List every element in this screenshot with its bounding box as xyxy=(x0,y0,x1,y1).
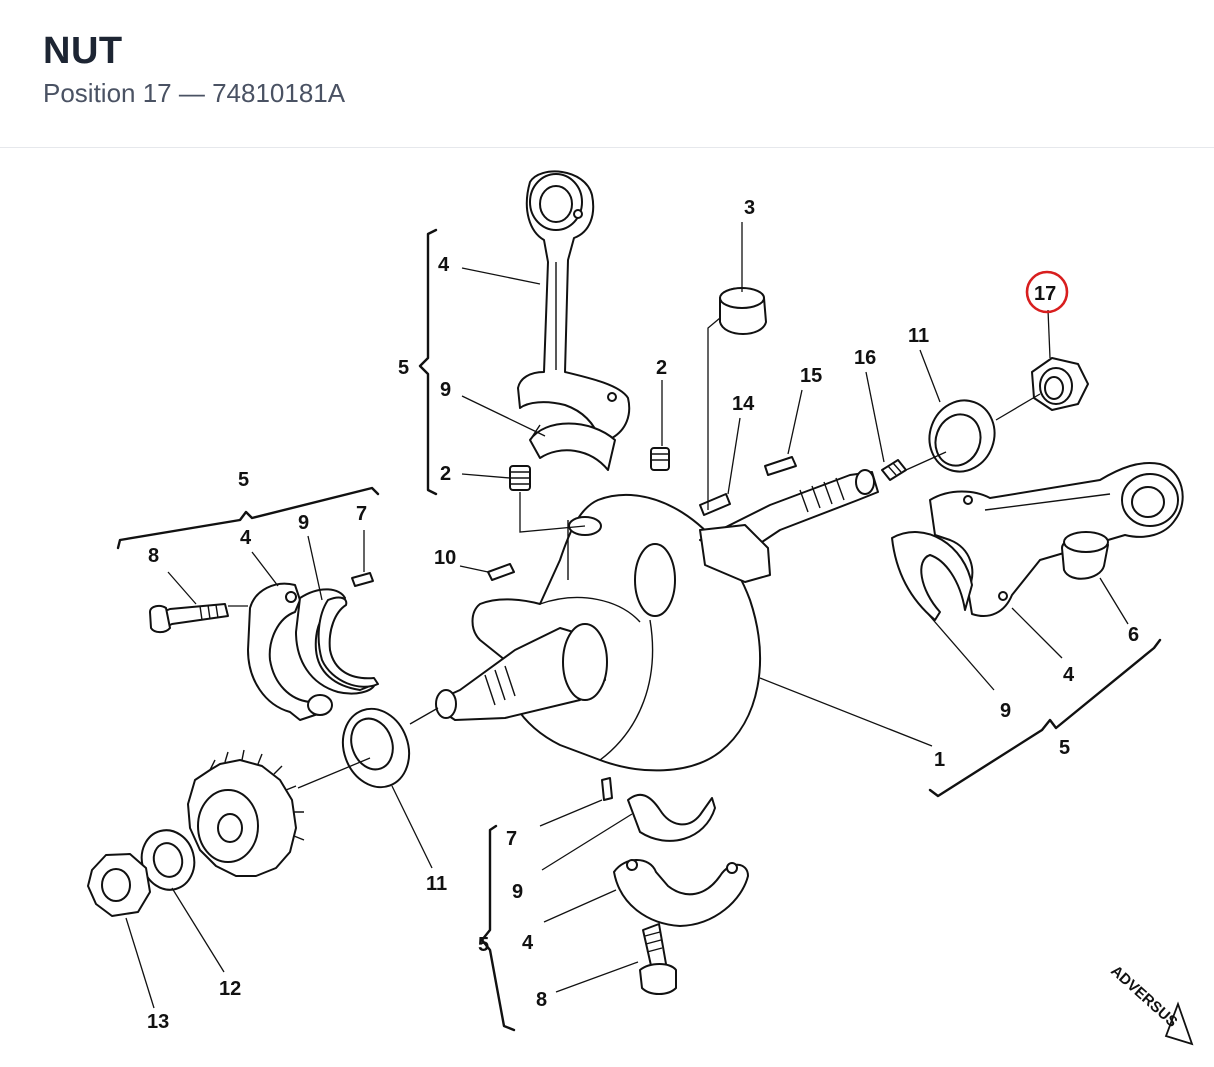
callout-13: 13 xyxy=(147,1011,169,1033)
key-14[interactable] xyxy=(699,493,731,516)
callout-7: 7 xyxy=(356,503,367,525)
exploded-parts-diagram: 4 5 9 2 3 2 14 15 16 11 17 10 5 8 4 9 7 … xyxy=(87,170,1194,1046)
plug-3[interactable] xyxy=(719,287,767,335)
key-15[interactable] xyxy=(764,456,797,476)
callout-12: 12 xyxy=(219,978,241,1000)
rod-cap-bottom[interactable] xyxy=(613,859,749,927)
callout-6: 6 xyxy=(1128,624,1139,646)
callout-labels: 4 5 9 2 3 2 14 15 16 11 17 10 5 8 4 9 7 … xyxy=(147,197,1139,1033)
callout-8: 8 xyxy=(148,545,159,567)
part-subtitle: Position 17 — 74810181A xyxy=(43,78,346,108)
callout-8: 8 xyxy=(536,989,547,1011)
bearing-shell-right[interactable] xyxy=(891,531,973,621)
timing-gear[interactable] xyxy=(187,749,305,877)
callout-10: 10 xyxy=(434,547,456,569)
bearing-shell-top[interactable] xyxy=(529,422,616,471)
callout-11: 11 xyxy=(908,325,929,347)
washer-12[interactable] xyxy=(135,824,201,895)
callout-3: 3 xyxy=(744,197,755,219)
callout-2: 2 xyxy=(656,357,667,379)
thrust-washer-left[interactable] xyxy=(332,699,420,796)
callout-15: 15 xyxy=(800,365,822,387)
highlight-ring xyxy=(1025,270,1069,314)
callout-17: 17 xyxy=(1034,283,1056,305)
callout-5: 5 xyxy=(238,469,249,491)
callout-4: 4 xyxy=(1063,664,1075,686)
braces xyxy=(116,228,1162,1032)
leader-lines xyxy=(125,222,1129,1009)
callout-5: 5 xyxy=(1059,737,1070,759)
watermark-arrow-icon xyxy=(1164,1001,1194,1046)
callout-5: 5 xyxy=(478,934,489,956)
grub-16[interactable] xyxy=(881,459,907,481)
callout-9: 9 xyxy=(440,379,451,401)
dowel-2-left[interactable] xyxy=(509,465,531,491)
watermark-text: ADVERSUS xyxy=(1107,962,1180,1030)
crankshaft[interactable] xyxy=(435,469,879,772)
page-title: NUT xyxy=(43,30,123,72)
bushing-6[interactable] xyxy=(1061,531,1109,580)
bearing-shell-left[interactable] xyxy=(295,588,379,695)
callout-2: 2 xyxy=(440,463,451,485)
thrust-washer-right[interactable] xyxy=(920,391,1005,481)
connecting-rod-top[interactable] xyxy=(517,170,631,441)
page-header: NUT Position 17 — 74810181A xyxy=(0,0,1214,148)
bearing-shell-bottom[interactable] xyxy=(627,793,716,842)
key-10[interactable] xyxy=(487,563,515,581)
callout-7: 7 xyxy=(506,828,517,850)
dowel-pin-left[interactable] xyxy=(351,572,374,587)
bolt-left[interactable] xyxy=(149,603,229,634)
bolt-bottom[interactable] xyxy=(639,923,677,995)
callout-4: 4 xyxy=(438,254,450,276)
dowel-pin-bottom[interactable] xyxy=(601,777,613,801)
callout-5: 5 xyxy=(398,357,409,379)
brand-watermark: ADVERSUS xyxy=(1107,962,1194,1046)
callout-9: 9 xyxy=(298,512,309,534)
callout-4: 4 xyxy=(522,932,534,954)
callout-9: 9 xyxy=(1000,700,1011,722)
callout-4: 4 xyxy=(240,527,252,549)
dowel-2-right[interactable] xyxy=(650,447,670,471)
callout-1: 1 xyxy=(934,749,945,771)
callout-11: 11 xyxy=(426,873,447,895)
nut-17[interactable] xyxy=(1031,357,1089,411)
nut-13[interactable] xyxy=(87,853,151,917)
connecting-rod-right[interactable] xyxy=(929,462,1184,617)
rod-cap-left[interactable] xyxy=(247,582,333,721)
callout-14: 14 xyxy=(732,393,755,415)
callout-9: 9 xyxy=(512,881,523,903)
callout-16: 16 xyxy=(854,347,876,369)
